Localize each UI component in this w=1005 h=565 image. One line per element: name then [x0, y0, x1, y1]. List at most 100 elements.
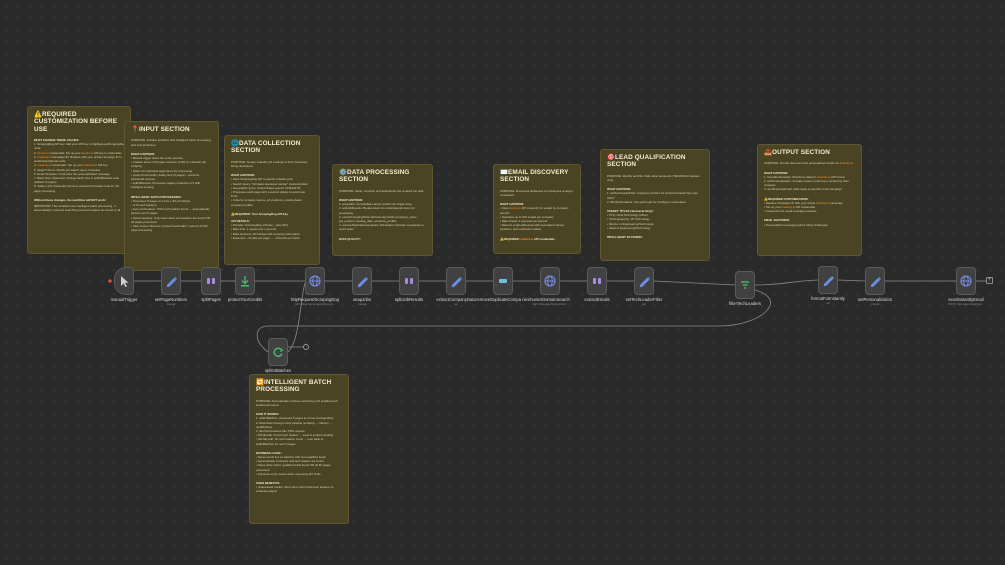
note-line: INTELLIGENT FILTERING: [607, 234, 643, 239]
node-extractCompanyData[interactable] [446, 267, 466, 295]
node-formatForInstantly[interactable] [818, 266, 838, 294]
split-icon [207, 278, 215, 284]
note-line: • Expected: ~10 jobs per page → ~100 job… [231, 235, 300, 240]
node-extractEmails[interactable] [587, 267, 607, 295]
note-body: PURPOSE: Automatically continue searchin… [256, 399, 342, 494]
note-line: limits [231, 194, 238, 199]
note-line: domain [500, 210, 510, 215]
note-line: qualification) [256, 424, 273, 429]
note-line: page processing [34, 188, 56, 193]
note-line: • Returns email addresses with associate… [500, 223, 565, 228]
node-httpRequest[interactable] [305, 267, 325, 295]
note-line: avoid spam [339, 227, 354, 232]
cursor-icon [121, 276, 129, 287]
node-splitInBatches[interactable] [268, 338, 288, 366]
note-line: • Data returned: Job listings with compa… [231, 231, 300, 236]
note-line: 3. extractCompanyData: Extracts key fiel… [339, 214, 418, 219]
note-title: 📤OUTPUT SECTION [764, 149, 830, 156]
node-subtitle: GET: https://api.hunter.io/v2/... [532, 303, 568, 306]
note-output-section[interactable]: 📤OUTPUT SECTION PURPOSE: Format data and… [757, 144, 862, 256]
note-line: exhausts pages) [256, 489, 278, 494]
note-line: • Manual trigger starts the entire proce… [131, 155, 183, 160]
node-label: wrapJobs [353, 297, 371, 302]
note-lead-qualification-section[interactable]: 🎯LEAD QUALIFICATION SECTION PURPOSE: Ide… [600, 149, 710, 261]
note-line: 1. setTechLeaderFilter: Analyzes job tit… [607, 191, 698, 196]
note-line: PURPOSE: Clean, structure and deduplicat… [339, 188, 424, 193]
batch-done-endpoint[interactable] [303, 344, 309, 350]
wire-false-loop [256, 289, 771, 353]
note-line: • Uses Hunter.io API to search for email… [500, 206, 569, 211]
note-line: ⚠️REQUIRED CUSTOMIZATION: [764, 196, 809, 201]
node-wrapJobs[interactable] [352, 267, 372, 295]
note-input-section[interactable]: 📍INPUT SECTION PURPOSE: Initialize workf… [124, 121, 219, 271]
note-line: • Uses ScrapingDog API to search LinkedI… [231, 177, 293, 182]
node-label: protectYourCredits [227, 297, 263, 302]
node-hunterDomainSearch[interactable] [540, 267, 560, 295]
note-line [607, 182, 703, 184]
note-title: 🌐DATA COLLECTION SECTION [231, 140, 301, 155]
note-line: WHAT HAPPENS: [339, 197, 364, 202]
note-line: • splitInBatches: Processes pages in bat… [131, 181, 201, 186]
note-line [339, 193, 426, 195]
add-node-button[interactable]: + [986, 277, 993, 284]
note-line: • protectYourCredits: Safety limit (5 pa… [131, 172, 200, 177]
note-line [500, 232, 574, 234]
note-email-discovery-section[interactable]: ✉️EMAIL DISCOVERY SECTION PURPOSE: Find … [493, 164, 581, 254]
note-required-customization[interactable]: ⚠️REQUIRED CUSTOMIZATION BEFORE USE MUST… [27, 106, 131, 254]
note-line: 4. Instantly.ai Credentials: Set up your… [34, 163, 108, 168]
note-line [131, 147, 212, 149]
note-line: ⚠️REQUIRED: Hunter.io API credentials [500, 236, 555, 241]
loop-icon [273, 347, 284, 357]
node-removeDuplicateCompanies[interactable] [493, 267, 513, 295]
note-line: • Director of Engineering/Technology [607, 221, 654, 226]
note-line [607, 204, 703, 206]
note-line: companies [500, 192, 514, 197]
note-line: 1. formatForInstantly: Structures data f… [764, 174, 845, 179]
node-sendInstantlyEmail[interactable] [956, 267, 976, 295]
pencil-icon [824, 275, 834, 286]
note-line: • Geographic focus: United States (geoId… [231, 185, 301, 190]
node-manualTrigger[interactable] [114, 267, 134, 295]
note-line: • Set up your Instantly.ai API credentia… [764, 204, 816, 209]
note-title: ⚙️DATA PROCESSING SECTION [339, 169, 410, 184]
wire [653, 280, 736, 286]
note-body: PURPOSE: Find email addresses of employe… [500, 189, 574, 241]
note-line: 6. Email Template: Customize the persona… [34, 171, 110, 176]
note-data-collection-section[interactable]: 🌐DATA COLLECTION SECTION PURPOSE: Scrape… [224, 135, 320, 265]
wire [754, 279, 819, 286]
note-line: WHAT HAPPENS: [764, 170, 789, 175]
node-label: filterTechLeaders [729, 301, 761, 306]
globe-icon [544, 275, 556, 287]
node-subtitle: GET: https://api.scrapingdog.com... [294, 303, 336, 306]
note-line: 3. filterTechLeaders has TWO outputs: [256, 428, 306, 433]
node-setPersonalization[interactable] [865, 267, 885, 295]
note-line: only) [607, 177, 614, 182]
note-line: • Auto-continuation: If NO tech leaders … [131, 207, 210, 212]
note-line: • Customize the email message template [764, 209, 817, 214]
node-label: hunterDomainSearch [530, 297, 570, 302]
note-line: • Rate limited: 2 requests per second [500, 218, 548, 223]
note-line: 1. splitInBatches: processes 5 pages at … [256, 416, 334, 421]
note-line [764, 213, 855, 215]
node-label: extractEmails [584, 297, 610, 302]
note-data-processing-section[interactable]: ⚙️DATA PROCESSING SECTION PURPOSE: Clean… [332, 164, 433, 256]
note-line: API DETAILS: [231, 218, 250, 223]
node-splitPages[interactable] [201, 267, 221, 295]
node-setPageNumbers[interactable] [161, 267, 181, 295]
node-splitJobResults[interactable] [399, 267, 419, 295]
node-subtitle: set [642, 303, 646, 306]
note-line: PURPOSE: Format data and send personaliz… [764, 161, 854, 166]
note-line: 1. wrapJobs: Consolidates all job result… [339, 202, 412, 207]
node-setTechLeaderFilter[interactable] [634, 267, 654, 295]
node-filterTechLeaders[interactable] [735, 271, 755, 299]
note-line: DATA QUALITY: [339, 236, 361, 241]
node-label: httpRequest/ScrapingDog [291, 297, 339, 302]
note-line [231, 207, 313, 209]
note-intelligent-batch-processing[interactable]: 🔁INTELLIGENT BATCH PROCESSING PURPOSE: A… [249, 374, 349, 524]
note-line: PURPOSE: Find email addresses of employe… [500, 188, 573, 193]
note-line: WHAT HAPPENS: [231, 173, 256, 178]
note-line: • Searches up to 100 emails per company [500, 214, 554, 219]
node-protectYourCredits[interactable] [235, 267, 255, 295]
note-line: USER BENEFITS: [256, 480, 281, 485]
